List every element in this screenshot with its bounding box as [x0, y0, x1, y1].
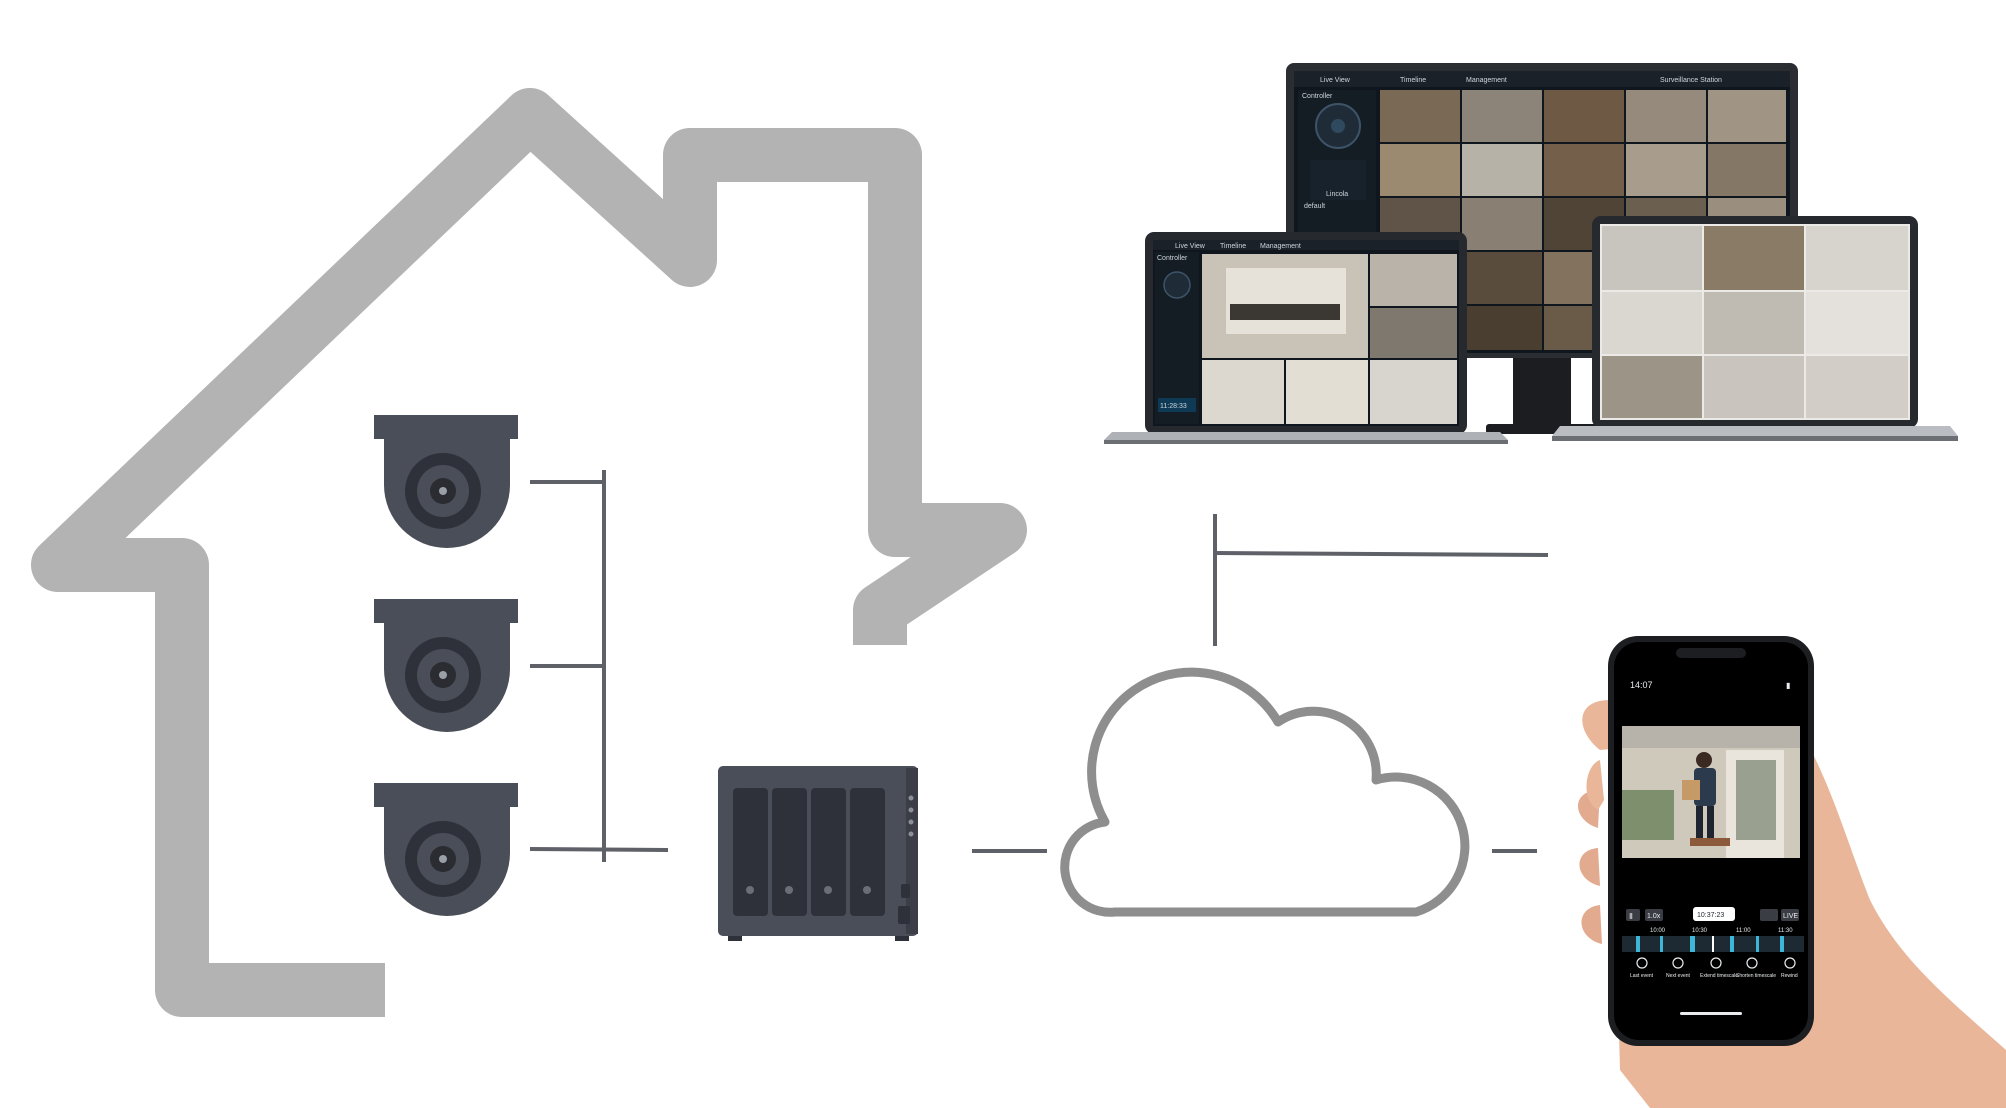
monitor-brand: Surveillance Station	[1660, 77, 1722, 84]
phone-speed-label: 1.0x	[1647, 913, 1661, 920]
cloud-icon	[1060, 667, 1470, 917]
nas-status-leds	[908, 795, 914, 837]
phone-status-time: 14:07	[1630, 680, 1653, 690]
phone-action-next-event[interactable]: Next event	[1666, 957, 1691, 979]
laptop-panel-label: Controller	[1157, 255, 1188, 262]
monitor-tab-management: Management	[1466, 77, 1507, 84]
phone-action-extend-timescale[interactable]: Extend timescale	[1700, 957, 1738, 979]
nas-storage-device	[718, 766, 918, 941]
camera-connection-lines	[529, 470, 669, 862]
phone-tick-4: 11:30	[1778, 928, 1793, 934]
phone-home-indicator	[1680, 1012, 1742, 1015]
monitor-default-label: default	[1304, 203, 1325, 210]
phone-action-rewind[interactable]: Rewind	[1781, 957, 1798, 979]
phone-timeline-bar[interactable]	[1622, 936, 1804, 952]
phone-tick-3: 11:00	[1736, 928, 1751, 934]
phone-tick-2: 10:30	[1692, 928, 1708, 934]
laptop-left: Live View Timeline Management Controller…	[1104, 232, 1508, 444]
svg-text:Shorten timescale: Shorten timescale	[1736, 973, 1776, 979]
phone-pause-icon[interactable]: Ⅱ	[1629, 912, 1633, 921]
phone-video-feed	[1622, 726, 1800, 858]
phone-action-last-event[interactable]: Last event	[1630, 957, 1654, 979]
cloud-computer-link	[1213, 514, 1549, 646]
phone-action-shorten-timescale[interactable]: Shorten timescale	[1736, 957, 1776, 979]
smartphone: 14:07 ▮ Ⅱ 1.0x 10:37:23 LIVE 10:00 10:30	[1608, 636, 1814, 1046]
camera-2	[374, 599, 518, 732]
monitor-preset-label: Lincola	[1326, 191, 1348, 198]
nas-drive-bays	[733, 788, 885, 916]
laptop-right-video-grid	[1602, 226, 1908, 418]
laptop-clock: 11:28:33	[1160, 403, 1187, 410]
laptop-tab-management: Management	[1260, 243, 1301, 250]
svg-text:Last event: Last event	[1630, 973, 1654, 979]
monitor-tab-live-view: Live View	[1320, 77, 1351, 84]
phone-battery-icon: ▮	[1786, 681, 1790, 690]
phone-speed-button[interactable]	[1645, 909, 1663, 921]
monitor-panel-label: Controller	[1302, 93, 1333, 100]
laptop-tab-timeline: Timeline	[1220, 243, 1246, 250]
laptop-right	[1552, 216, 1958, 441]
camera-3	[374, 783, 518, 916]
house-outline	[31, 88, 1027, 1017]
phone-current-time: 10:37:23	[1697, 912, 1724, 919]
laptop-video-grid	[1202, 254, 1457, 424]
hand-thumb	[1586, 760, 1604, 810]
phone-live-button[interactable]	[1781, 909, 1799, 921]
phone-tick-1: 10:00	[1650, 928, 1666, 934]
laptop-tab-live-view: Live View	[1175, 243, 1206, 250]
phone-snapshot-button[interactable]	[1760, 909, 1778, 921]
svg-text:Extend timescale: Extend timescale	[1700, 973, 1738, 979]
svg-text:Rewind: Rewind	[1781, 973, 1798, 979]
camera-1	[374, 415, 518, 548]
monitor-tab-timeline: Timeline	[1400, 77, 1426, 84]
svg-text:Next event: Next event	[1666, 973, 1691, 979]
phone-live-label: LIVE	[1783, 913, 1799, 920]
